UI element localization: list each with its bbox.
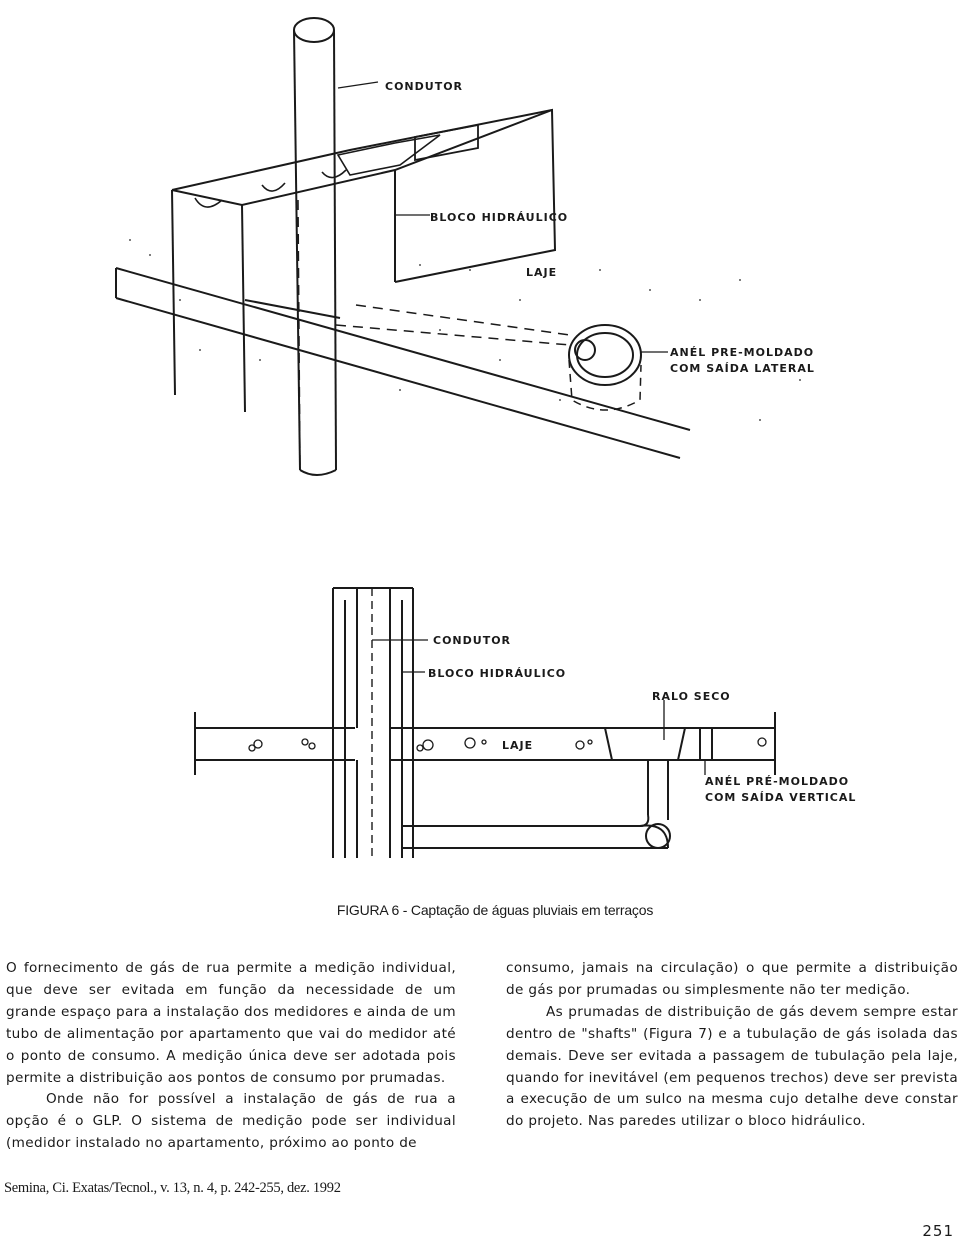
page-number: 251 [922,1222,954,1240]
slab-section [194,712,776,775]
paragraph: As prumadas de distribuição de gás devem… [506,1003,958,1130]
figure-caption: FIGURA 6 - Captação de águas pluviais em… [336,902,654,918]
label-block-top: BLOCO HIDRÁULICO [430,211,568,224]
precast-ring [568,324,642,411]
slab-top-view [115,267,691,459]
label-slab-top: LAJE [526,266,557,279]
text-column-left: O fornecimento de gás de rua permite a m… [6,958,456,1155]
label-conductor-bottom: CONDUTOR [433,634,511,647]
label-ring-bottom-1: ANÉL PRÉ-MOLDADO [705,775,849,788]
drainage-figure: CONDUTOR BLOCO HIDRÁULICO LAJE ANÉL PRE-… [115,17,856,858]
journal-citation: Semina, Ci. Exatas/Tecnol., v. 13, n. 4,… [4,1180,341,1196]
label-ring-bottom-2: COM SAÍDA VERTICAL [705,791,856,804]
label-conductor-top: CONDUTOR [385,80,463,93]
paragraph: consumo, jamais na circulação) o que per… [506,960,958,998]
text-column-right: consumo, jamais na circulação) o que per… [506,958,958,1133]
hydraulic-block [171,108,557,413]
label-slab-bottom: LAJE [502,739,533,752]
label-ring-top-1: ANÉL PRE-MOLDADO [670,346,814,359]
aggregate-marks [248,737,767,752]
label-block-bottom: BLOCO HIDRÁULICO [428,667,566,680]
label-ring-top-2: COM SAÍDA LATERAL [670,362,815,375]
label-dry-drain: RALO SECO [652,690,731,703]
drain-pipe [402,760,671,849]
conductor-pipe [293,17,337,476]
shaft-walls [332,587,414,858]
paragraph: O fornecimento de gás de rua permite a m… [6,960,456,1086]
slab-texture [129,239,801,421]
paragraph: Onde não for possível a instalação de gá… [6,1091,456,1152]
